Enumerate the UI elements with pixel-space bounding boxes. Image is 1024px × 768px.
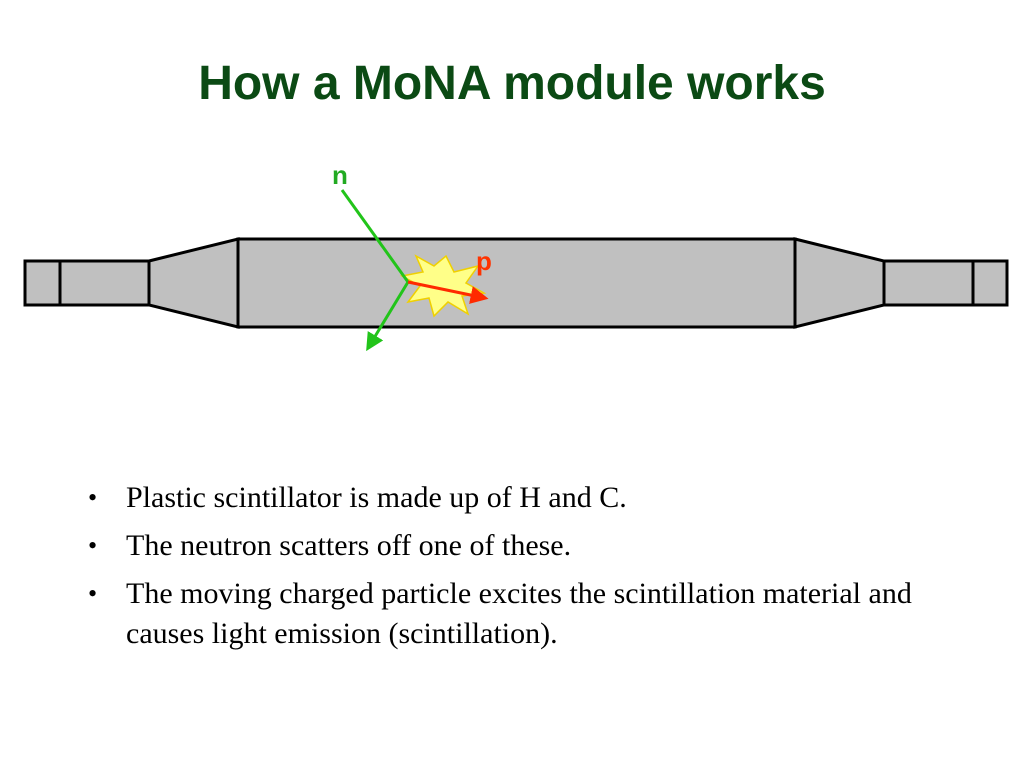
bullet-marker: •: [88, 579, 98, 608]
bullet-text: The neutron scatters off one of these.: [126, 529, 572, 562]
bullet-text: The moving charged particle excites the …: [126, 577, 912, 650]
scintillation-flash-icon: [399, 254, 487, 318]
right-pmt-tube: [882, 259, 975, 307]
neutron-label: n: [332, 160, 348, 190]
left-end-cap: [23, 259, 62, 307]
left-light-guide: [147, 237, 240, 329]
bullet-text: Plastic scintillator is made up of H and…: [126, 481, 627, 514]
scattered-neutron-track: [366, 281, 410, 352]
recoil-proton-track: [407, 280, 489, 304]
bullet-marker: •: [88, 531, 98, 560]
scintillator-bar: [236, 237, 797, 329]
bullet-list: • Plastic scintillator is made up of H a…: [88, 478, 968, 662]
bullet-item: • The moving charged particle excites th…: [88, 574, 968, 654]
bullet-item: • The neutron scatters off one of these.: [88, 526, 968, 566]
bullet-marker: •: [88, 483, 98, 512]
right-light-guide: [793, 237, 886, 329]
mona-module-diagram: n p: [23, 160, 1009, 352]
right-end-cap: [971, 259, 1009, 307]
bullet-item: • Plastic scintillator is made up of H a…: [88, 478, 968, 518]
proton-label: p: [476, 246, 492, 276]
left-pmt-tube: [58, 259, 151, 307]
incoming-neutron-track: [340, 189, 410, 283]
slide-title: How a MoNA module works: [198, 57, 826, 110]
